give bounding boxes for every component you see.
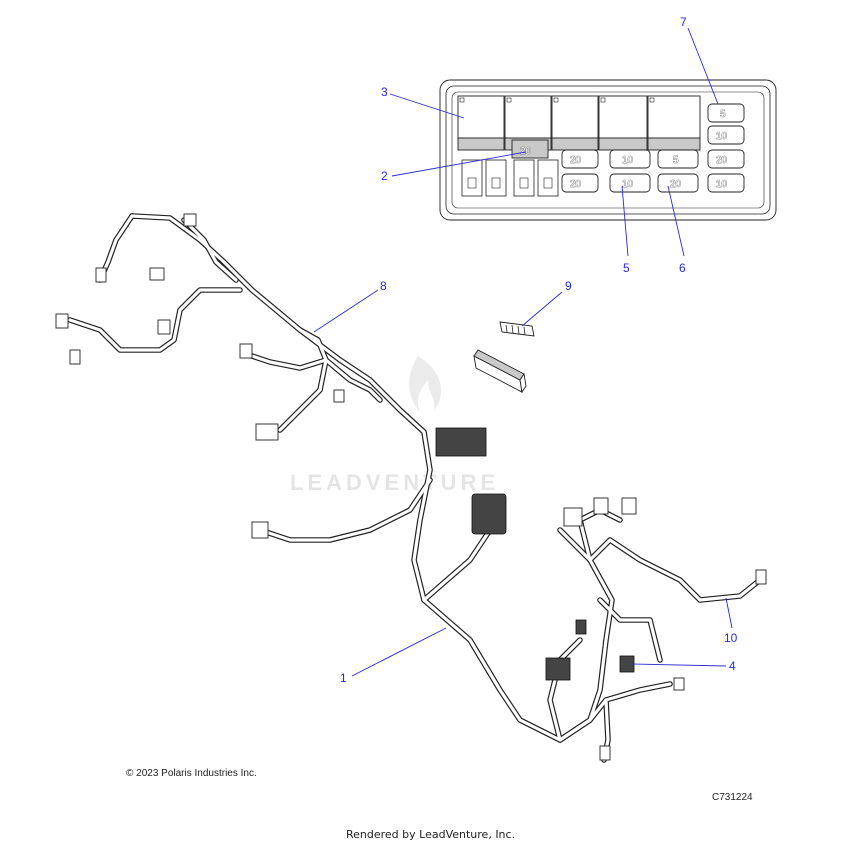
- relay-row: [457, 95, 701, 151]
- connector: [95, 267, 107, 283]
- connector: [55, 313, 69, 329]
- connector: [563, 507, 583, 527]
- fuse-r2-2: 10: [622, 179, 634, 190]
- callout-1: 1: [340, 671, 347, 685]
- leader-10: [725, 597, 733, 629]
- connector: [575, 619, 587, 635]
- connector: [157, 319, 171, 335]
- callout-2: 2: [381, 169, 388, 183]
- callout-4: 4: [729, 659, 736, 673]
- watermark-text: LEADVENTURE: [290, 470, 499, 495]
- connector: [149, 267, 165, 281]
- callout-5: 5: [623, 261, 630, 275]
- connector: [599, 745, 611, 761]
- connector: [333, 389, 345, 403]
- fuse-r2-4: 10: [716, 179, 728, 190]
- leader-4: [631, 663, 727, 667]
- connector: [545, 657, 571, 681]
- connector: [251, 521, 269, 539]
- relay-block-connector: [435, 427, 487, 457]
- connector: [621, 497, 637, 515]
- fuse-r1-2: 10: [622, 155, 634, 166]
- callout-9: 9: [565, 279, 572, 293]
- leader-3: [389, 93, 465, 119]
- fuse-strip: [499, 321, 535, 337]
- fuse-box-cover: [473, 349, 527, 394]
- fuse-row-2: 20 10 20 10: [561, 173, 745, 193]
- callouts: 1 2 3 4 5 6 7 8 9 10: [313, 15, 738, 685]
- fuse-r1-3: 5: [673, 155, 679, 166]
- connector: [69, 349, 81, 365]
- connector: [673, 677, 685, 691]
- fuse-r2-1: 20: [570, 179, 582, 190]
- fuse-box: 20 20 10 5 20 20 10 20 10 5: [439, 79, 777, 221]
- connector: [239, 343, 253, 359]
- leader-7: [687, 27, 719, 105]
- fuse-r1-1: 20: [570, 155, 582, 166]
- ecu-connector: [471, 493, 507, 535]
- connector: [755, 569, 767, 585]
- connector: [255, 423, 279, 441]
- callout-7: 7: [680, 15, 687, 29]
- leader-1: [351, 627, 447, 677]
- copyright-text: © 2023 Polaris Industries Inc.: [126, 768, 257, 779]
- maxi-fuse-label: 20: [520, 146, 532, 157]
- leader-2: [391, 151, 527, 177]
- fuse-r2-3: 20: [670, 179, 682, 190]
- leader-9: [521, 291, 563, 327]
- empty-sockets: [461, 159, 559, 197]
- fuse-top-10: 10: [716, 131, 728, 142]
- leadventure-watermark: LEADVENTURE: [290, 356, 499, 495]
- rendered-by-footer: Rendered by LeadVenture, Inc.: [346, 828, 515, 841]
- fuse-column-right: 5 10: [707, 103, 745, 145]
- callout-10: 10: [724, 631, 738, 645]
- fuse-row-1: 20 10 5 20: [561, 149, 745, 169]
- connector: [183, 213, 197, 227]
- callout-3: 3: [381, 85, 388, 99]
- leader-6: [667, 185, 685, 257]
- connector: [593, 497, 609, 515]
- fuse-r1-4: 20: [716, 155, 728, 166]
- sensor-connector: [619, 655, 635, 673]
- callout-8: 8: [380, 279, 387, 293]
- harness-core: [68, 214, 762, 762]
- callout-6: 6: [679, 261, 686, 275]
- leader-8: [313, 289, 379, 333]
- maxi-fuse-20: 20: [511, 139, 549, 159]
- leader-5: [621, 185, 629, 257]
- fuse-top-5: 5: [720, 109, 726, 120]
- diagram-code: C731224: [712, 792, 753, 803]
- connectors: [55, 213, 767, 761]
